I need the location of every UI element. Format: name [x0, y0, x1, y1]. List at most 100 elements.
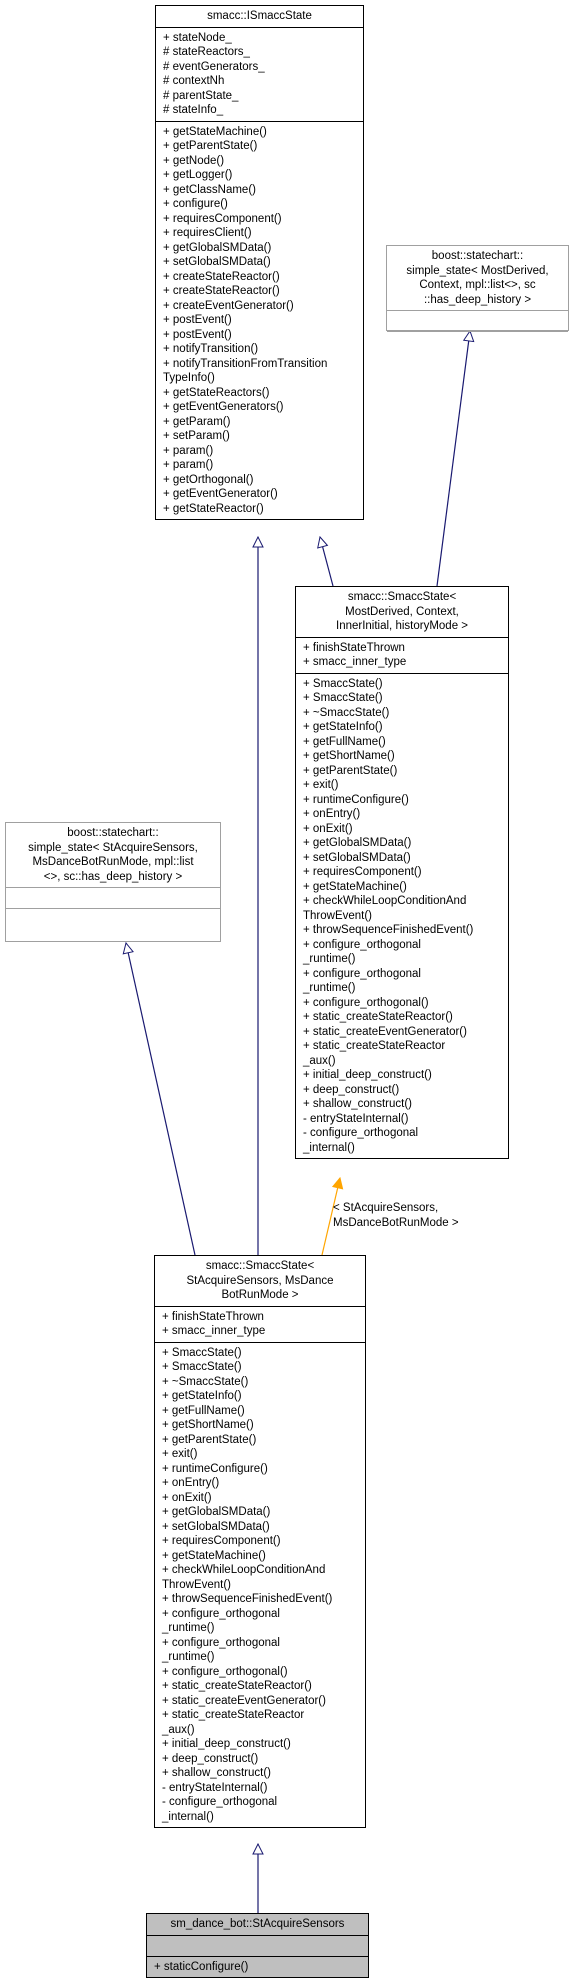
member-item: + setParam(): [163, 430, 230, 442]
member-item: + finishStateThrown: [303, 641, 405, 654]
member-item: + getParentState(): [163, 140, 258, 152]
member-item: + runtimeConfigure(): [303, 793, 409, 806]
member-item: + SmaccState(): [162, 1346, 242, 1359]
member-item: + getNode(): [163, 154, 225, 167]
member-item: + getShortName(): [162, 1419, 254, 1431]
member-item: + getStateInfo(): [162, 1390, 242, 1402]
class-title: sm_dance_bot::StAcquireSensors: [147, 1914, 368, 1936]
member-item: + requiresClient(): [163, 227, 252, 239]
class-boost-simple-state-generic[interactable]: boost::statechart:: simple_state< MostDe…: [386, 245, 569, 332]
member-item: + shallow_construct(): [303, 1098, 412, 1110]
member-item: + getFullName(): [303, 735, 386, 748]
member-item: + static_createEventGenerator(): [303, 1025, 467, 1038]
member-item: + configure_orthogonal _runtime(): [303, 967, 421, 995]
attributes-section: [147, 1936, 368, 1957]
edge-template-to-boost1: [436, 331, 470, 587]
member-item: + requiresComponent(): [162, 1535, 281, 1547]
methods-section: [6, 909, 220, 929]
member-item: + onEntry(): [162, 1477, 220, 1489]
member-item: + staticConfigure(): [154, 1960, 249, 1973]
member-item: + getLogger(): [163, 169, 233, 181]
member-item: + configure_orthogonal(): [303, 996, 429, 1009]
member-item: + getEventGenerators(): [163, 401, 284, 413]
member-item: + configure_orthogonal _runtime(): [162, 1636, 280, 1664]
member-item: - configure_orthogonal _internal(): [162, 1796, 278, 1823]
member-item: + getGlobalSMData(): [162, 1506, 271, 1518]
member-item: # stateInfo_: [163, 104, 224, 116]
member-item: + getOrthogonal(): [163, 473, 254, 486]
member-item: + configure_orthogonal _runtime(): [303, 938, 421, 966]
member-item: + exit(): [162, 1448, 198, 1460]
attributes-section: + finishStateThrown + smacc_inner_type: [296, 638, 508, 674]
member-item: + param(): [163, 459, 214, 471]
member-item: + setGlobalSMData(): [163, 256, 271, 268]
member-item: # stateReactors_: [163, 46, 250, 58]
member-item: + getFullName(): [162, 1404, 245, 1417]
member-item: + smacc_inner_type: [162, 1325, 266, 1337]
member-item: + ~SmaccState(): [162, 1375, 249, 1388]
member-item: + static_createStateReactor(): [162, 1680, 312, 1692]
edge-template-to-ismacc: [320, 537, 334, 587]
member-item: + notifyTransitionFromTransition TypeInf…: [163, 357, 328, 385]
member-item: + throwSequenceFinishedEvent(): [162, 1593, 333, 1605]
template-args-label: < StAcquireSensors, MsDanceBotRunMode >: [333, 1202, 459, 1229]
member-item: + SmaccState(): [162, 1361, 242, 1373]
member-item: + postEvent(): [163, 328, 232, 341]
methods-section: + staticConfigure(): [147, 1957, 368, 1978]
class-st-acquire-sensors[interactable]: sm_dance_bot::StAcquireSensors + staticC…: [146, 1913, 369, 1978]
edge-inst-to-boost2: [126, 943, 196, 1256]
member-item: + getParentState(): [303, 764, 398, 777]
class-ismacc-state[interactable]: smacc::ISmaccState + stateNode_# stateRe…: [155, 5, 364, 520]
member-item: + createEventGenerator(): [163, 299, 294, 312]
attributes-section: [387, 311, 568, 332]
class-smacc-state-instance[interactable]: smacc::SmaccState< StAcquireSensors, MsD…: [154, 1255, 366, 1828]
member-item: + param(): [163, 444, 214, 457]
member-item: + requiresComponent(): [163, 212, 282, 225]
methods-section: + SmaccState() + SmaccState() + ~SmaccStat…: [155, 1343, 365, 1828]
member-item: + checkWhileLoopConditionAnd ThrowEvent(…: [162, 1564, 326, 1591]
member-item: - entryStateInternal(): [303, 1112, 409, 1125]
member-item: + getShortName(): [303, 750, 395, 762]
member-item: + initial_deep_construct(): [162, 1738, 291, 1750]
member-item: + getParam(): [163, 415, 231, 428]
class-title: smacc::SmaccState< MostDerived, Context,…: [296, 587, 508, 638]
member-item: + postEvent(): [163, 314, 232, 326]
member-item: # eventGenerators_: [163, 60, 265, 73]
member-item: + SmaccState(): [303, 677, 383, 690]
class-title: smacc::SmaccState< StAcquireSensors, MsD…: [155, 1256, 365, 1307]
member-item: + setGlobalSMData(): [162, 1520, 270, 1533]
member-item: + configure_orthogonal _runtime(): [162, 1607, 280, 1635]
member-item: + checkWhileLoopConditionAnd ThrowEvent(…: [303, 895, 467, 922]
member-item: + static_createStateReactor(): [303, 1011, 453, 1023]
member-item: + shallow_construct(): [162, 1767, 271, 1779]
member-item: # contextNh: [163, 75, 225, 87]
methods-section: + SmaccState() + SmaccState() + ~SmaccStat…: [296, 674, 508, 1159]
member-item: + static_createStateReactor _aux(): [303, 1040, 446, 1067]
member-item: + createStateReactor(): [163, 285, 280, 297]
member-item: + ~SmaccState(): [303, 706, 390, 719]
member-item: + getStateMachine(): [303, 880, 407, 893]
methods-section: + getStateMachine()+ getParentState()+ g…: [156, 122, 363, 520]
member-item: + getStateReactors(): [163, 386, 270, 399]
class-boost-simple-state-stacquire[interactable]: boost::statechart:: simple_state< StAcqu…: [5, 822, 221, 942]
member-item: + exit(): [303, 779, 339, 791]
member-item: + initial_deep_construct(): [303, 1069, 432, 1081]
edge-inst-to-template: [321, 1178, 340, 1256]
member-item: + static_createStateReactor _aux(): [162, 1709, 305, 1736]
member-item: + getClassName(): [163, 183, 256, 196]
member-item: + static_createEventGenerator(): [162, 1694, 326, 1707]
attributes-section: + stateNode_ # stateReactors_ # eventGener…: [156, 28, 363, 122]
member-item: + SmaccState(): [303, 692, 383, 704]
class-title: boost::statechart:: simple_state< StAcqu…: [6, 823, 220, 888]
member-item: + getGlobalSMData(): [163, 241, 272, 254]
member-item: + getParentState(): [162, 1433, 257, 1446]
member-item: + smacc_inner_type: [303, 656, 407, 668]
class-title: boost::statechart:: simple_state< MostDe…: [387, 246, 568, 311]
member-item: # parentState_: [163, 89, 239, 102]
member-item: + getStateMachine(): [162, 1549, 266, 1562]
member-item: - entryStateInternal(): [162, 1781, 268, 1794]
class-smacc-state-template[interactable]: smacc::SmaccState< MostDerived, Context,…: [295, 586, 509, 1159]
member-item: + stateNode_: [163, 31, 232, 44]
member-item: + finishStateThrown: [162, 1310, 264, 1323]
